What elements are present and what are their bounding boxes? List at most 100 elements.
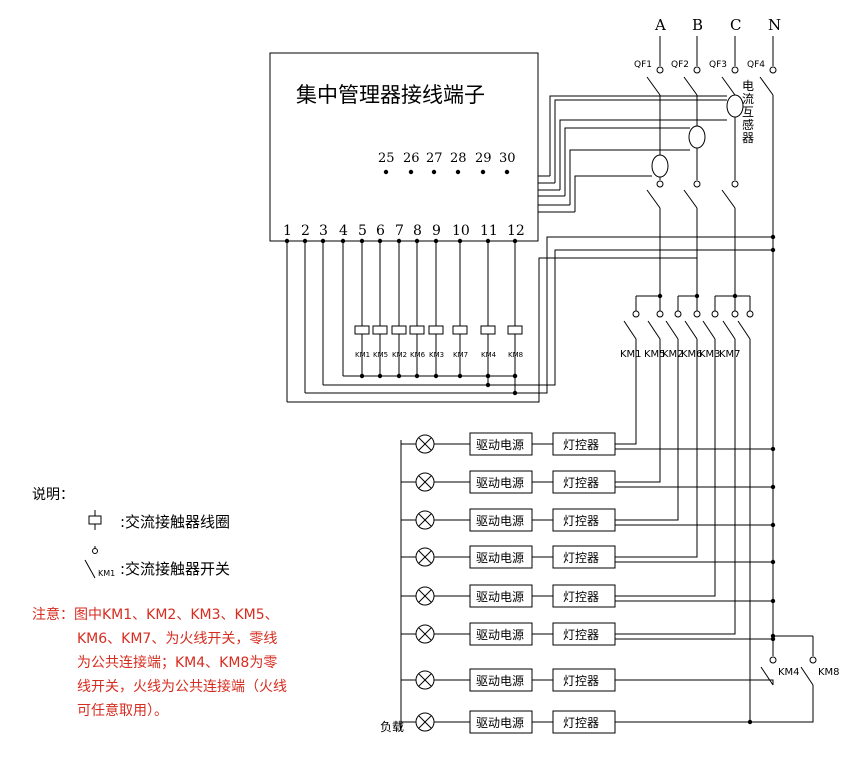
coil-label-km1: KM1 — [355, 351, 370, 359]
wire — [737, 320, 751, 340]
controller-feed — [615, 339, 716, 597]
legend-switch-terminal — [92, 548, 98, 554]
ct-terminal-29: 29 — [475, 151, 492, 166]
switch-label-km4: KM4 — [778, 667, 800, 678]
switch-label-km7: KM7 — [719, 349, 741, 360]
driver-box — [469, 508, 533, 532]
controller-feed — [615, 339, 679, 521]
note-block: 注意：图中KM1、KM2、KM3、KM5、 KM6、KM7、为火线开关，零线 为… — [32, 603, 332, 723]
contact-terminal — [693, 310, 701, 318]
light-controller-box — [552, 584, 616, 608]
junction-dot — [408, 169, 414, 175]
junction-dot — [512, 373, 518, 379]
phase-switch-blade — [646, 189, 661, 209]
driver-box — [469, 668, 533, 692]
ct-label-char: 电 — [742, 79, 754, 93]
wire — [554, 99, 727, 183]
light-controller-box — [552, 470, 616, 494]
lamp-cross — [418, 437, 432, 451]
junction-dot — [414, 238, 420, 244]
junction-dot — [770, 522, 776, 528]
light-controller-label: 灯控器 — [563, 476, 599, 490]
driver-box — [469, 584, 533, 608]
breaker-blade — [759, 76, 774, 96]
output-terminal-7: 7 — [395, 223, 404, 239]
junction-dot — [770, 559, 776, 565]
coil-km2 — [391, 325, 407, 335]
junction-dot — [485, 382, 491, 388]
controller-title: 集中管理器接线端子 — [296, 83, 485, 107]
coil-label-km4: KM4 — [481, 351, 497, 359]
switch-label-km1: KM1 — [620, 349, 642, 360]
light-controller-label: 灯控器 — [563, 438, 599, 452]
contact-terminal — [674, 310, 682, 318]
note-line-2: KM6、KM7、为火线开关，零线 — [77, 631, 278, 647]
light-controller-box — [552, 545, 616, 569]
junction-dot — [377, 373, 383, 379]
coil-km1 — [354, 325, 370, 335]
current-transformer — [726, 94, 744, 118]
ct-terminal-25: 25 — [378, 151, 395, 166]
output-terminal-5: 5 — [358, 223, 367, 239]
coil-label-km3: KM3 — [429, 351, 444, 359]
switch-label-km3: KM3 — [699, 349, 721, 360]
phase-label-b: B — [692, 16, 703, 34]
driver-label: 驱动电源 — [476, 716, 524, 730]
switch-label-km6: KM6 — [681, 349, 703, 360]
lamp-cross — [418, 550, 432, 564]
phase-label-a: A — [654, 16, 666, 34]
junction-dot — [770, 247, 776, 253]
coil-km7 — [452, 325, 468, 335]
light-controller-label: 灯控器 — [563, 716, 599, 730]
junction-dot — [396, 373, 402, 379]
terminal-2-route — [305, 236, 773, 394]
junction-dot — [657, 293, 663, 299]
note-line-5: 可任意取用）。 — [77, 703, 168, 719]
lamp-cross — [418, 589, 432, 603]
output-terminal-11: 11 — [480, 223, 498, 239]
note-line-1: 注意：图中KM1、KM2、KM3、KM5、 — [32, 607, 279, 623]
light-controller-box — [552, 508, 616, 532]
legend-coil-text: :交流接触器线圈 — [120, 513, 231, 531]
driver-label: 驱动电源 — [476, 551, 524, 565]
phase-switch-blade — [683, 189, 698, 209]
switch-blade — [684, 320, 698, 340]
coil-label-km5: KM5 — [373, 351, 388, 359]
note-line-3: 为公共连接端；KM4、KM8为零 — [77, 655, 278, 671]
load-lamp-icon — [415, 712, 435, 732]
load-lamp-icon — [415, 434, 435, 454]
breaker-label-qf1: QF1 — [634, 60, 652, 70]
light-controller-label: 灯控器 — [563, 674, 599, 688]
coil-label-km8: KM8 — [508, 351, 523, 359]
contact-terminal — [731, 66, 739, 74]
junction-dot — [732, 293, 738, 299]
junction-dot — [770, 234, 776, 240]
driver-label: 驱动电源 — [476, 674, 524, 688]
output-terminal-2: 2 — [301, 223, 310, 239]
lamp-cross — [418, 513, 432, 527]
junction-dot — [455, 169, 461, 175]
phase-label-n: N — [768, 16, 781, 34]
ct-terminal-27: 27 — [426, 151, 443, 166]
load-lamp-icon — [415, 586, 435, 606]
coil-km6 — [409, 325, 425, 335]
output-terminal-10: 10 — [452, 223, 470, 239]
load-lamp-icon — [415, 670, 435, 690]
contact-terminal — [809, 656, 817, 664]
junction-dot — [433, 373, 439, 379]
junction-dot — [770, 484, 776, 490]
coil-label-km6: KM6 — [410, 351, 426, 359]
breaker-blade — [683, 76, 698, 96]
load-lamp-icon — [415, 624, 435, 644]
coil-km8 — [507, 325, 523, 335]
contact-terminal — [632, 310, 640, 318]
ct-label-char: 器 — [742, 131, 754, 145]
coil-km4 — [480, 325, 496, 335]
switch-label-km2: KM2 — [662, 349, 684, 360]
output-terminal-3: 3 — [319, 223, 328, 239]
output-terminal-6: 6 — [376, 223, 385, 239]
output-terminal-1: 1 — [283, 223, 292, 239]
light-controller-label: 灯控器 — [563, 590, 599, 604]
load-lamp-icon — [415, 510, 435, 530]
